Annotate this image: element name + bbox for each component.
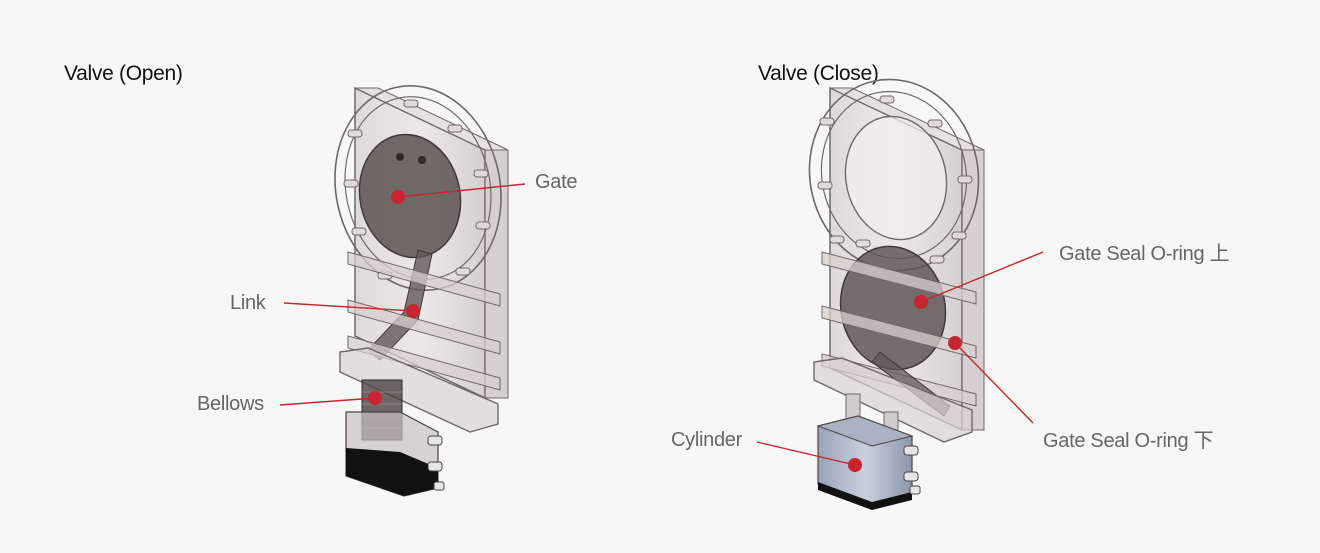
- leader-gate: [397, 183, 526, 198]
- leader-link: [283, 302, 414, 312]
- marker-gate-seal-lower: [948, 336, 962, 350]
- leader-gate-seal-lower: [954, 342, 1034, 424]
- marker-bellows: [368, 391, 382, 405]
- leader-bellows: [279, 397, 376, 406]
- valve-close-illustration: [808, 78, 985, 510]
- label-gate-seal-lower: Gate Seal O-ring 下: [1043, 430, 1214, 452]
- valve-open-illustration: [334, 85, 509, 497]
- label-gate-seal-upper: Gate Seal O-ring 上: [1059, 243, 1230, 265]
- marker-link: [406, 304, 420, 318]
- marker-gate: [391, 190, 405, 204]
- markers: [368, 190, 962, 472]
- leader-lines: [279, 183, 1044, 466]
- leader-gate-seal-upper: [920, 251, 1044, 303]
- leader-cylinder: [756, 441, 856, 466]
- label-gate: Gate: [535, 171, 578, 193]
- panel-title-open: Valve (Open): [64, 62, 183, 85]
- marker-cylinder: [848, 458, 862, 472]
- label-cylinder: Cylinder: [671, 429, 742, 451]
- panel-title-close: Valve (Close): [758, 62, 879, 85]
- label-link: Link: [230, 292, 266, 314]
- label-bellows: Bellows: [197, 393, 264, 415]
- marker-gate-seal-upper: [914, 295, 928, 309]
